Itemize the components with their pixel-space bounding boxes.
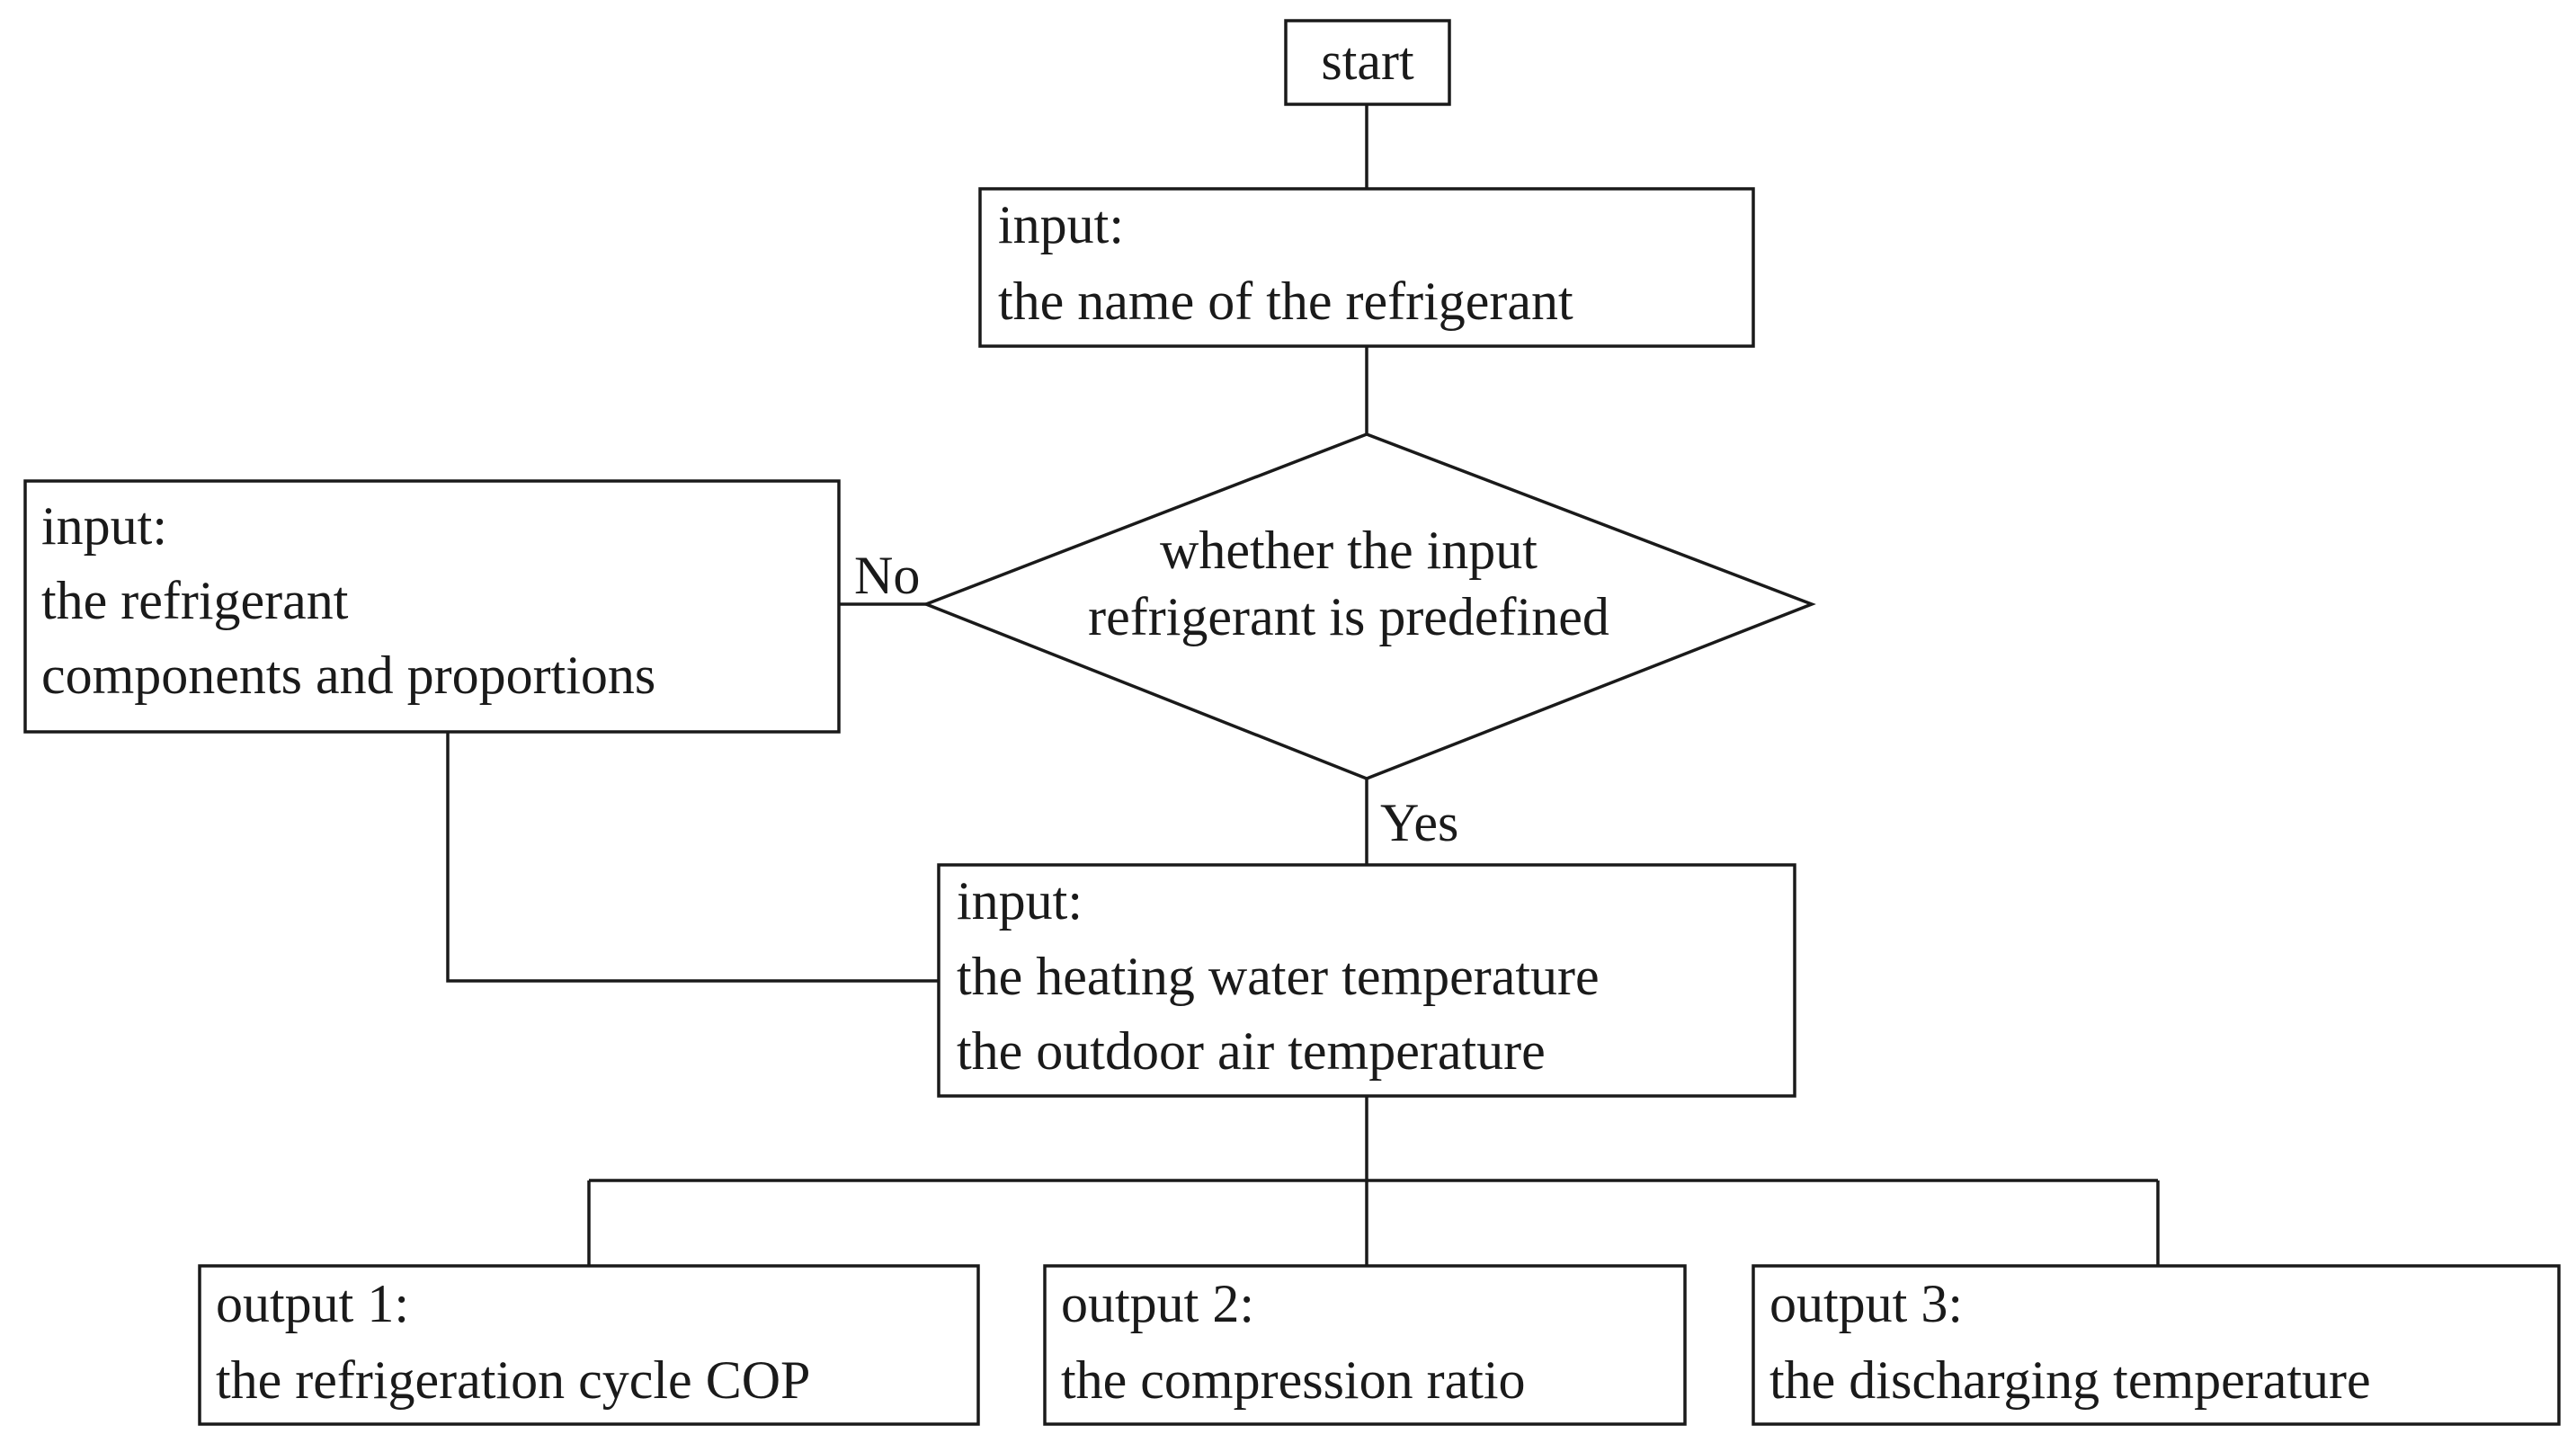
start-node: start <box>1284 19 1451 106</box>
output-2-line-1: output 2: <box>1061 1274 1254 1333</box>
input-components-line-1: input: <box>41 496 167 556</box>
edge-label-no: No <box>854 546 920 605</box>
edge-label-yes: Yes <box>1380 793 1458 852</box>
connectors <box>446 104 2160 1266</box>
output-1-node: output 1: the refrigeration cycle COP <box>198 1264 980 1426</box>
output-2-node: output 2: the compression ratio <box>1043 1264 1687 1426</box>
connector-components-to-temps <box>446 732 939 983</box>
input-name-line-1: input: <box>998 195 1124 254</box>
output-2-line-2: the compression ratio <box>1061 1350 1526 1410</box>
output-3-node: output 3: the discharging temperature <box>1752 1264 2561 1426</box>
decision-node: whether the input refrigerant is predefi… <box>922 432 1816 780</box>
start-label: start <box>1321 31 1414 91</box>
output-1-line-1: output 1: <box>216 1274 409 1333</box>
input-name-node: input: the name of the refrigerant <box>978 187 1755 348</box>
input-components-node: input: the refrigerant components and pr… <box>23 479 841 734</box>
output-3-line-2: the discharging temperature <box>1769 1350 2371 1410</box>
decision-line-2: refrigerant is predefined <box>1088 587 1609 646</box>
input-temps-node: input: the heating water temperature the… <box>937 863 1796 1098</box>
input-temps-line-2: the heating water temperature <box>957 947 1600 1006</box>
input-temps-line-1: input: <box>957 871 1083 931</box>
input-temps-line-3: the outdoor air temperature <box>957 1021 1546 1081</box>
output-1-line-2: the refrigeration cycle COP <box>216 1350 810 1410</box>
input-components-line-3: components and proportions <box>41 646 655 705</box>
output-3-line-1: output 3: <box>1769 1274 1963 1333</box>
decision-line-1: whether the input <box>1160 521 1538 580</box>
input-components-line-2: the refrigerant <box>41 571 349 630</box>
input-name-line-2: the name of the refrigerant <box>998 272 1573 331</box>
